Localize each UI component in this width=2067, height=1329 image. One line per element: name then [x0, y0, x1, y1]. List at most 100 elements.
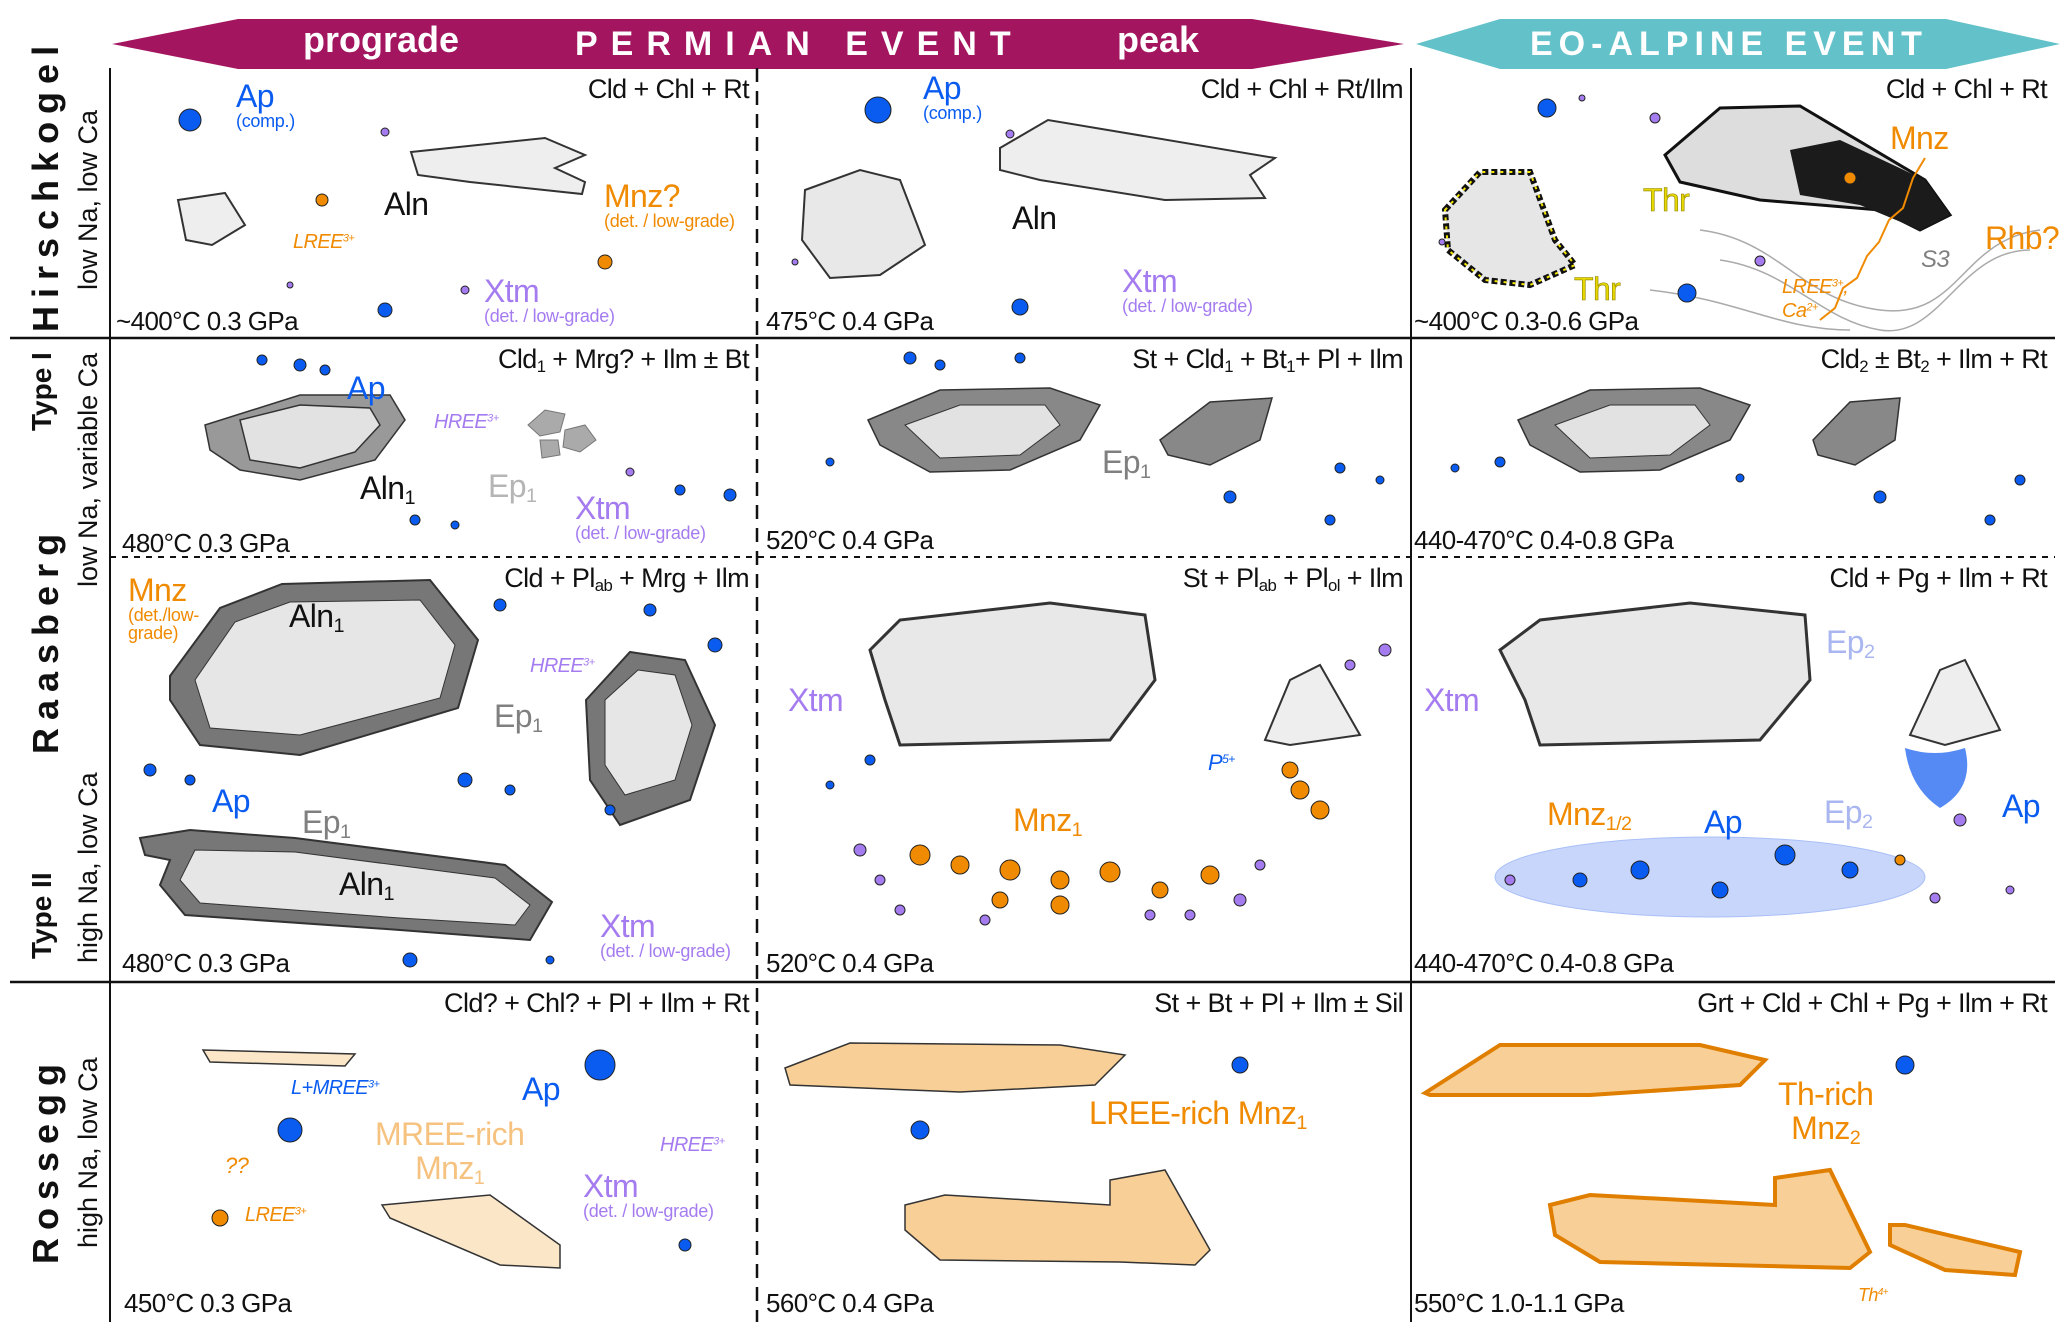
apatite-grain [1324, 514, 1336, 526]
xenotime-grain [2005, 885, 2015, 895]
monazite-grain [315, 193, 329, 207]
apatite-grain [184, 774, 196, 786]
monazite-grain [1310, 800, 1330, 820]
monazite-grain [991, 891, 1009, 909]
pt-conditions: ~400°C 0.3-0.6 GPa [1414, 306, 1639, 336]
mineral-assemblage: Cld + Plab + Mrg + Ilm [504, 565, 749, 595]
assemblage-text: + Mrg + Ilm [612, 563, 750, 593]
xenotime-grain [1953, 813, 1967, 827]
monazite-grain [1151, 881, 1169, 899]
monazite-grain [999, 859, 1021, 881]
assemblage-text: Cld [497, 344, 537, 374]
xenotime-grain [853, 843, 867, 857]
thorium-label: Th4+ [1858, 1285, 1888, 1305]
apatite-grain [1334, 462, 1346, 474]
thorite-label: Thr [1574, 271, 1621, 307]
plagioclase-grain [868, 601, 1157, 747]
monazite-grain [904, 1169, 1211, 1266]
assemblage-text: Cld + Chl + Rt [1885, 74, 2048, 104]
monazite-label: Mnz1 [1013, 802, 1083, 841]
apatite-label: Ap(comp.) [923, 70, 982, 123]
monazite-grain [1050, 895, 1070, 915]
apatite-grain [584, 1049, 616, 1081]
apatite-grain [1572, 872, 1588, 888]
xenotime-grain [894, 904, 906, 916]
assemblage-text: ± Bt [1868, 344, 1921, 374]
lree-label: LREE3+ [293, 231, 355, 253]
assemblage-subscript: ab [1258, 576, 1277, 596]
chloritoid-grain [800, 168, 927, 280]
pt-conditions: 440-470°C 0.4-0.8 GPa [1414, 525, 1674, 555]
monazite-grain [1843, 171, 1857, 185]
eoalpine-event-banner [1416, 19, 2060, 69]
apatite-corona [1905, 748, 1968, 808]
apatite-grain [493, 598, 507, 612]
assemblage-text: Cld + Chl + Rt [587, 74, 750, 104]
monazite-grain [211, 1209, 229, 1227]
xenotime-grain [286, 281, 294, 289]
apatite-grain [723, 488, 737, 502]
apatite-label: Ap(comp.) [236, 78, 295, 131]
apatite-grain [1984, 514, 1996, 526]
monazite-grain [1547, 1167, 1873, 1271]
allanite-core [239, 404, 381, 469]
allanite-label: Aln [384, 186, 429, 222]
altered-allanite-core [1790, 140, 1950, 230]
mineral-assemblage: St + Bt + Pl + Ilm ± Sil [1154, 990, 1403, 1017]
apatite-grain [1774, 844, 1796, 866]
pt-conditions: 520°C 0.4 GPa [766, 948, 934, 978]
apatite-grain [934, 359, 946, 371]
epidote-label: Ep1 [488, 468, 537, 507]
monazite-label: Mnz(det./low-grade) [128, 572, 200, 643]
assemblage-text: + Ilm + Rt [1929, 344, 2048, 374]
apatite-grain [643, 603, 657, 617]
permian-event-title: PERMIAN EVENT [575, 25, 1024, 63]
monazite-label: Mnz1/2 [1547, 796, 1632, 835]
monazite-grain [597, 254, 613, 270]
assemblage-text: Grt + Cld + Chl + Pg + Ilm + Rt [1697, 988, 2047, 1018]
apatite-grain [825, 457, 835, 467]
assemblage-text: Cld + Pl [504, 563, 595, 593]
apatite-label: Ap [2002, 788, 2041, 824]
apatite-grain [377, 302, 393, 318]
xenotime-grain [1233, 893, 1247, 907]
apatite-grain [450, 520, 460, 530]
apatite-grain [1677, 283, 1697, 303]
monazite-label: LREE-rich Mnz1 [1089, 1095, 1307, 1134]
apatite-grain [1231, 1056, 1249, 1074]
hree-label: HREE3+ [660, 1134, 725, 1156]
site-label-rossegg: Rossegg [25, 1055, 66, 1265]
xenotime-grain [1929, 892, 1941, 904]
mineral-assemblage: Cld + Chl + Rt [1885, 74, 2048, 104]
permian-event-banner [112, 19, 1404, 69]
accessory-mineral-dots [143, 94, 2026, 1252]
mineral-assemblage: Grt + Cld + Chl + Pg + Ilm + Rt [1697, 990, 2047, 1017]
apatite-grain [707, 637, 723, 653]
apatite-grain [1450, 463, 1460, 473]
mineral-assemblage: Cld + Chl + Rt [587, 74, 750, 104]
plagioclase-grain [1263, 663, 1362, 747]
apatite-grain [864, 754, 876, 766]
xenotime-grain [1344, 659, 1356, 671]
monazite-grain [1099, 861, 1121, 883]
apatite-grain [864, 96, 892, 124]
xenotime-grain [1754, 255, 1766, 267]
apatite-grain [545, 955, 555, 965]
assemblage-text: Cld [1820, 344, 1860, 374]
apatite-grain [1873, 490, 1887, 504]
xenotime-grain [625, 467, 635, 477]
epidote-label: Ep2 [1826, 624, 1875, 663]
apatite-grain [674, 484, 686, 496]
epidote-label: Ep1 [1102, 444, 1151, 483]
monazite-grain [201, 1049, 357, 1067]
pt-conditions: 480°C 0.3 GPa [122, 528, 290, 558]
rhabdophane-label: Rhb? [1985, 220, 2060, 256]
assemblage-subscript: ab [594, 576, 613, 596]
xenotime-grain [1504, 874, 1516, 886]
xenotime-grain [1378, 643, 1392, 657]
apatite-grain [1375, 475, 1385, 485]
assemblage-text: + Pl + Ilm [1294, 344, 1404, 374]
